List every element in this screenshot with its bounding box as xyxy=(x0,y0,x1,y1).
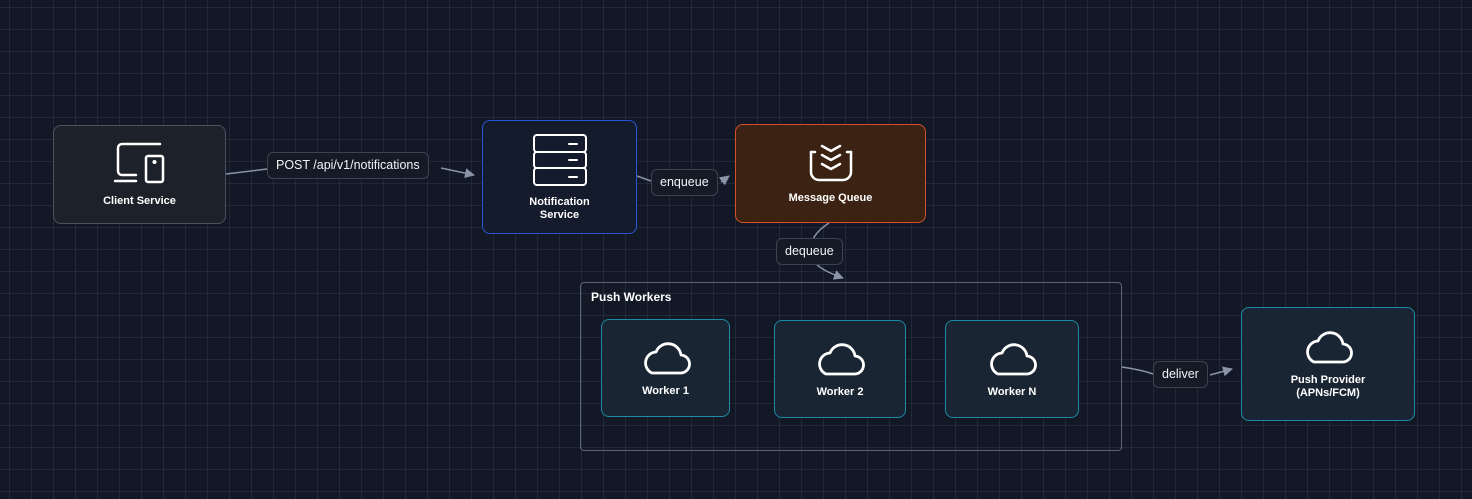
node-label: Push Provider (APNs/FCM) xyxy=(1290,374,1366,399)
node-worker-2[interactable]: Worker 2 xyxy=(774,320,906,418)
cloud-icon xyxy=(990,342,1037,375)
edge-notification-to-queue[interactable] xyxy=(636,176,729,182)
node-label: Message Queue xyxy=(788,192,873,204)
node-worker-1[interactable]: Worker 1 xyxy=(601,319,730,417)
cloud-icon xyxy=(643,341,691,374)
edge-workers-to-provider[interactable] xyxy=(1121,367,1232,375)
node-label: Notification Service xyxy=(529,196,590,221)
server-icon xyxy=(532,134,587,186)
edge-label-post[interactable]: POST /api/v1/notifications xyxy=(267,152,429,179)
node-worker-n[interactable]: Worker N xyxy=(945,320,1079,418)
group-push-workers[interactable]: Push Workers xyxy=(580,282,1122,451)
node-notification-service[interactable]: Notification Service xyxy=(482,120,637,234)
cloud-icon xyxy=(818,342,865,375)
node-client-service[interactable]: Client Service xyxy=(53,125,226,224)
edge-label-deliver[interactable]: deliver xyxy=(1153,361,1208,388)
cloud-icon xyxy=(1306,331,1353,364)
edge-label-dequeue[interactable]: dequeue xyxy=(776,238,843,265)
node-push-provider[interactable]: Push Provider (APNs/FCM) xyxy=(1241,307,1415,421)
edge-label-enqueue[interactable]: enqueue xyxy=(651,169,718,196)
devices-icon xyxy=(113,142,164,184)
queue-icon xyxy=(809,144,852,182)
node-label: Worker N xyxy=(987,385,1037,398)
node-label: Client Service xyxy=(103,195,176,207)
node-label: Worker 1 xyxy=(642,384,689,397)
node-message-queue[interactable]: Message Queue xyxy=(735,124,926,223)
group-title: Push Workers xyxy=(591,290,672,304)
edge-client-to-notification[interactable] xyxy=(225,168,474,175)
node-label: Worker 2 xyxy=(816,385,864,398)
